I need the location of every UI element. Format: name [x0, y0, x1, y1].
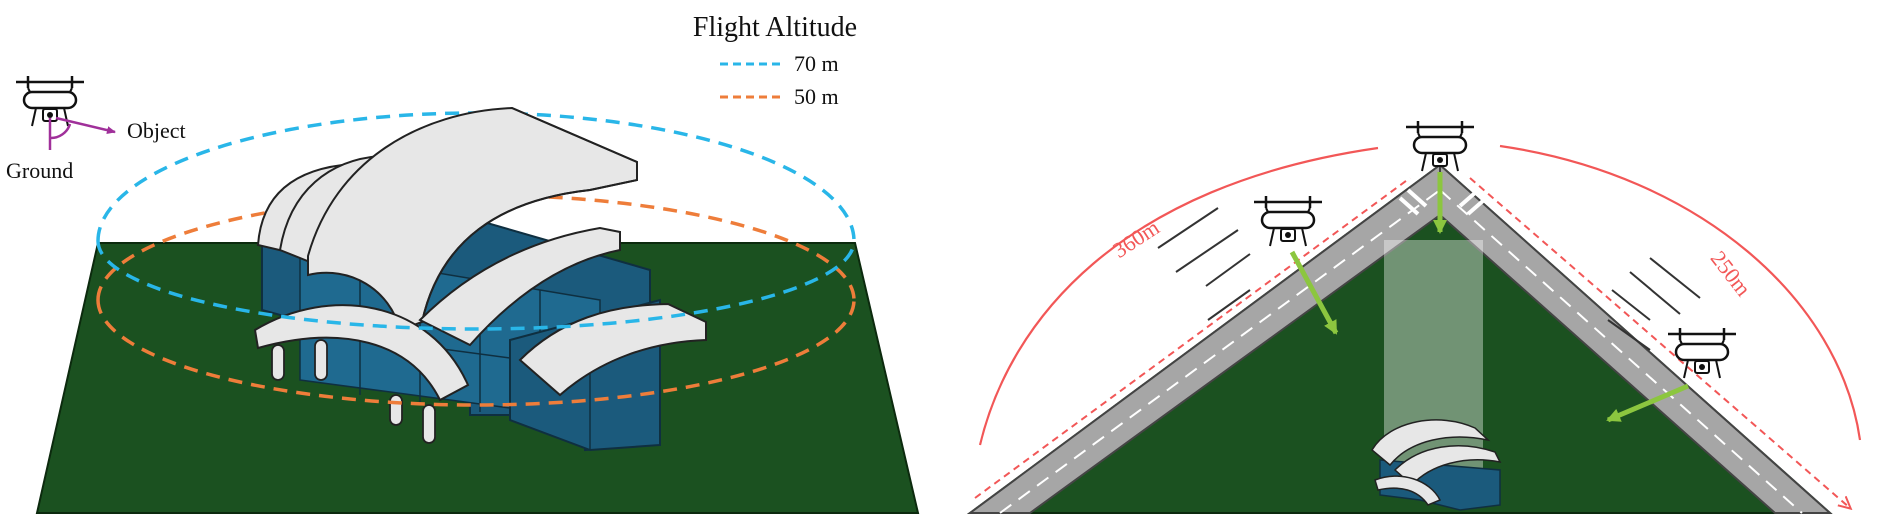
crosswalk: [1398, 188, 1486, 216]
angle-arc: [49, 123, 72, 140]
flight-path-50m-front: [96, 299, 856, 407]
flight-path-left-dashed: [974, 177, 1411, 499]
left-panel: [35, 106, 920, 514]
flight-path-50m-back: [96, 193, 856, 301]
camera-beam: [1384, 240, 1483, 470]
flight-path-right-arc: [1499, 144, 1862, 441]
view-arrow-right: [1606, 383, 1689, 423]
legend-label-50m: 50 m: [794, 84, 839, 109]
building-model: [253, 106, 707, 452]
legend-title: Flight Altitude: [693, 12, 857, 43]
right-panel: 360m 250m: [966, 119, 1862, 514]
motion-lines-left: [1157, 207, 1251, 321]
road-right-centerline: [1439, 189, 1803, 514]
label-250m: 250m: [1706, 246, 1757, 301]
small-building-model: [1371, 419, 1502, 511]
flight-path-70m-front: [96, 240, 856, 331]
drone-icon-top: [1404, 119, 1476, 173]
inset-diagram: Object Ground: [6, 74, 186, 183]
label-360m: 360m: [1108, 215, 1164, 263]
drone-icon-left: [1252, 194, 1324, 248]
legend-label-70m: 70 m: [794, 51, 839, 76]
drone-icon-right: [1666, 326, 1738, 380]
ground-label: Ground: [6, 158, 73, 183]
flight-path-left-arc: [978, 146, 1379, 446]
object-arrow: [55, 116, 116, 135]
legend: Flight Altitude 70 m 50 m: [693, 12, 857, 109]
motion-lines-right: [1607, 257, 1701, 351]
view-arrow-left: [1289, 250, 1339, 335]
object-label: Object: [127, 118, 186, 143]
